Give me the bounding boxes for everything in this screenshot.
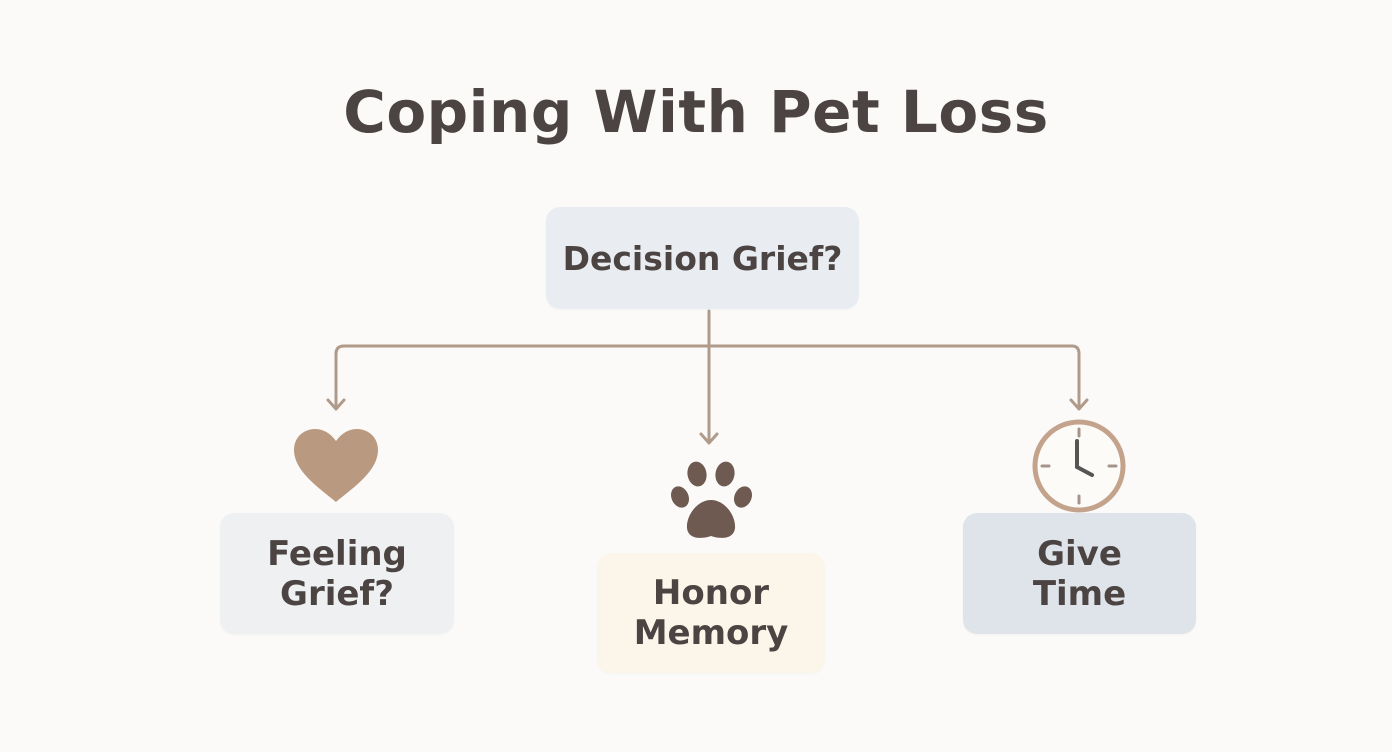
arrowhead-right: [1069, 398, 1089, 411]
branch-node-label: Feeling Grief?: [267, 533, 407, 614]
paw-icon: [671, 461, 752, 538]
branch-node-give-time: Give Time: [963, 513, 1196, 634]
heart-icon: [294, 429, 378, 502]
diagram-title: Coping With Pet Loss: [343, 78, 1049, 146]
arrowhead-center: [699, 432, 719, 445]
connector-right: [1070, 344, 1081, 410]
branch-node-honor-memory: Honor Memory: [597, 553, 825, 673]
connector-left: [334, 344, 346, 410]
root-node-label: Decision Grief?: [562, 238, 843, 278]
branch-node-feeling-grief: Feeling Grief?: [220, 513, 454, 634]
branch-node-label: Give Time: [1032, 533, 1127, 614]
branch-node-label: Honor Memory: [633, 573, 789, 653]
root-node-decision-grief: Decision Grief?: [546, 207, 859, 309]
arrowhead-left: [326, 398, 346, 411]
clock-icon: [1032, 419, 1126, 513]
